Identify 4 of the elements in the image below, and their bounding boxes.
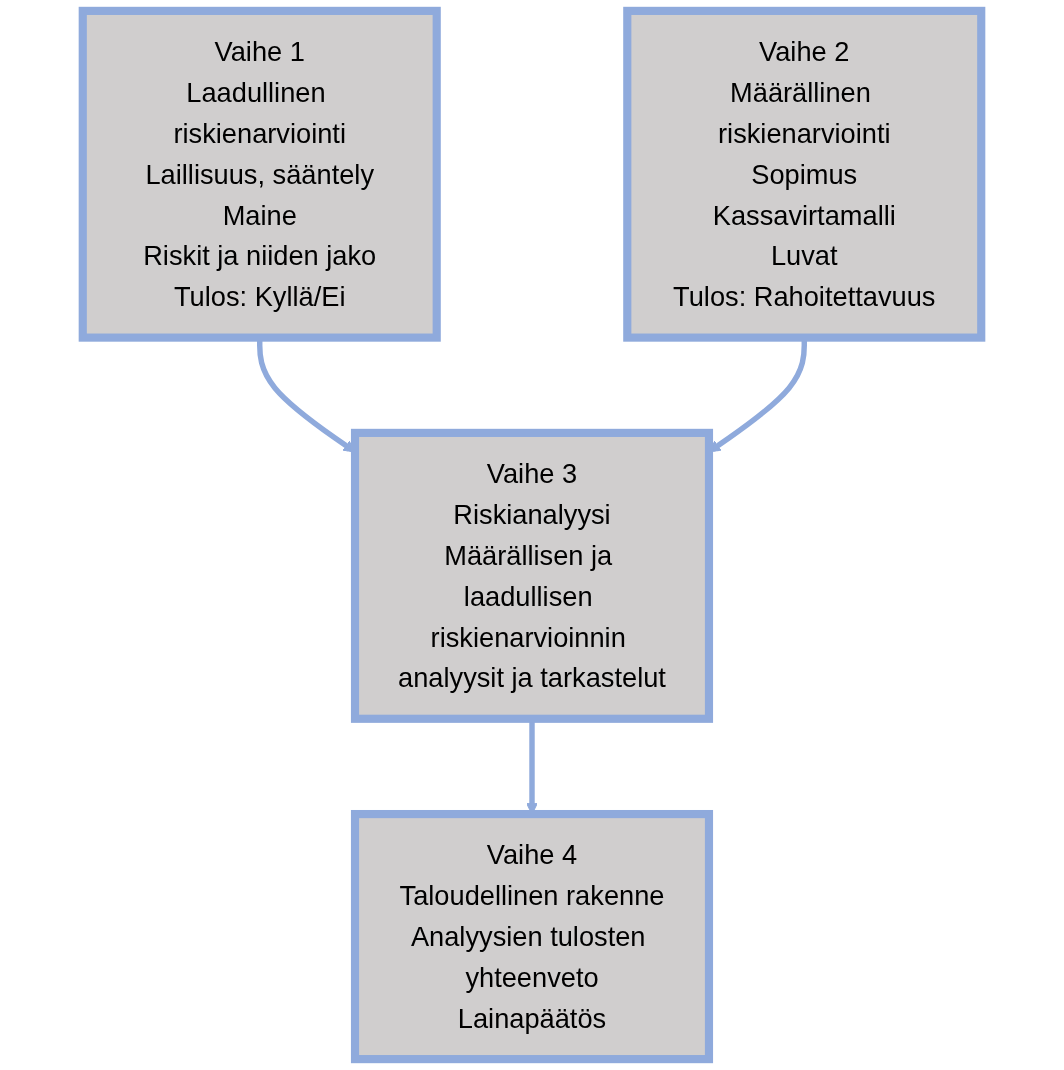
node-box: Vaihe 2 Määrällinen riskienarviointi Sopimus Kassavirtamalli Luvat Tulos: Rahoitettavuus xyxy=(623,6,986,342)
node-box: Vaihe 3 Riskianalyysi Määrällisen ja laadullisen riskienarvioinnin analyysit ja tarkastelut xyxy=(350,428,714,723)
node-box: Vaihe 1 Laadullinen riskienarviointi Laillisuus, sääntely Maine Riskit ja niiden jako Tulos: Kyllä/Ei xyxy=(78,6,441,342)
node-box: Vaihe 4 Taloudellinen rakenne Analyysien tulosten yhteenveto Lainapäätös xyxy=(350,810,714,1064)
